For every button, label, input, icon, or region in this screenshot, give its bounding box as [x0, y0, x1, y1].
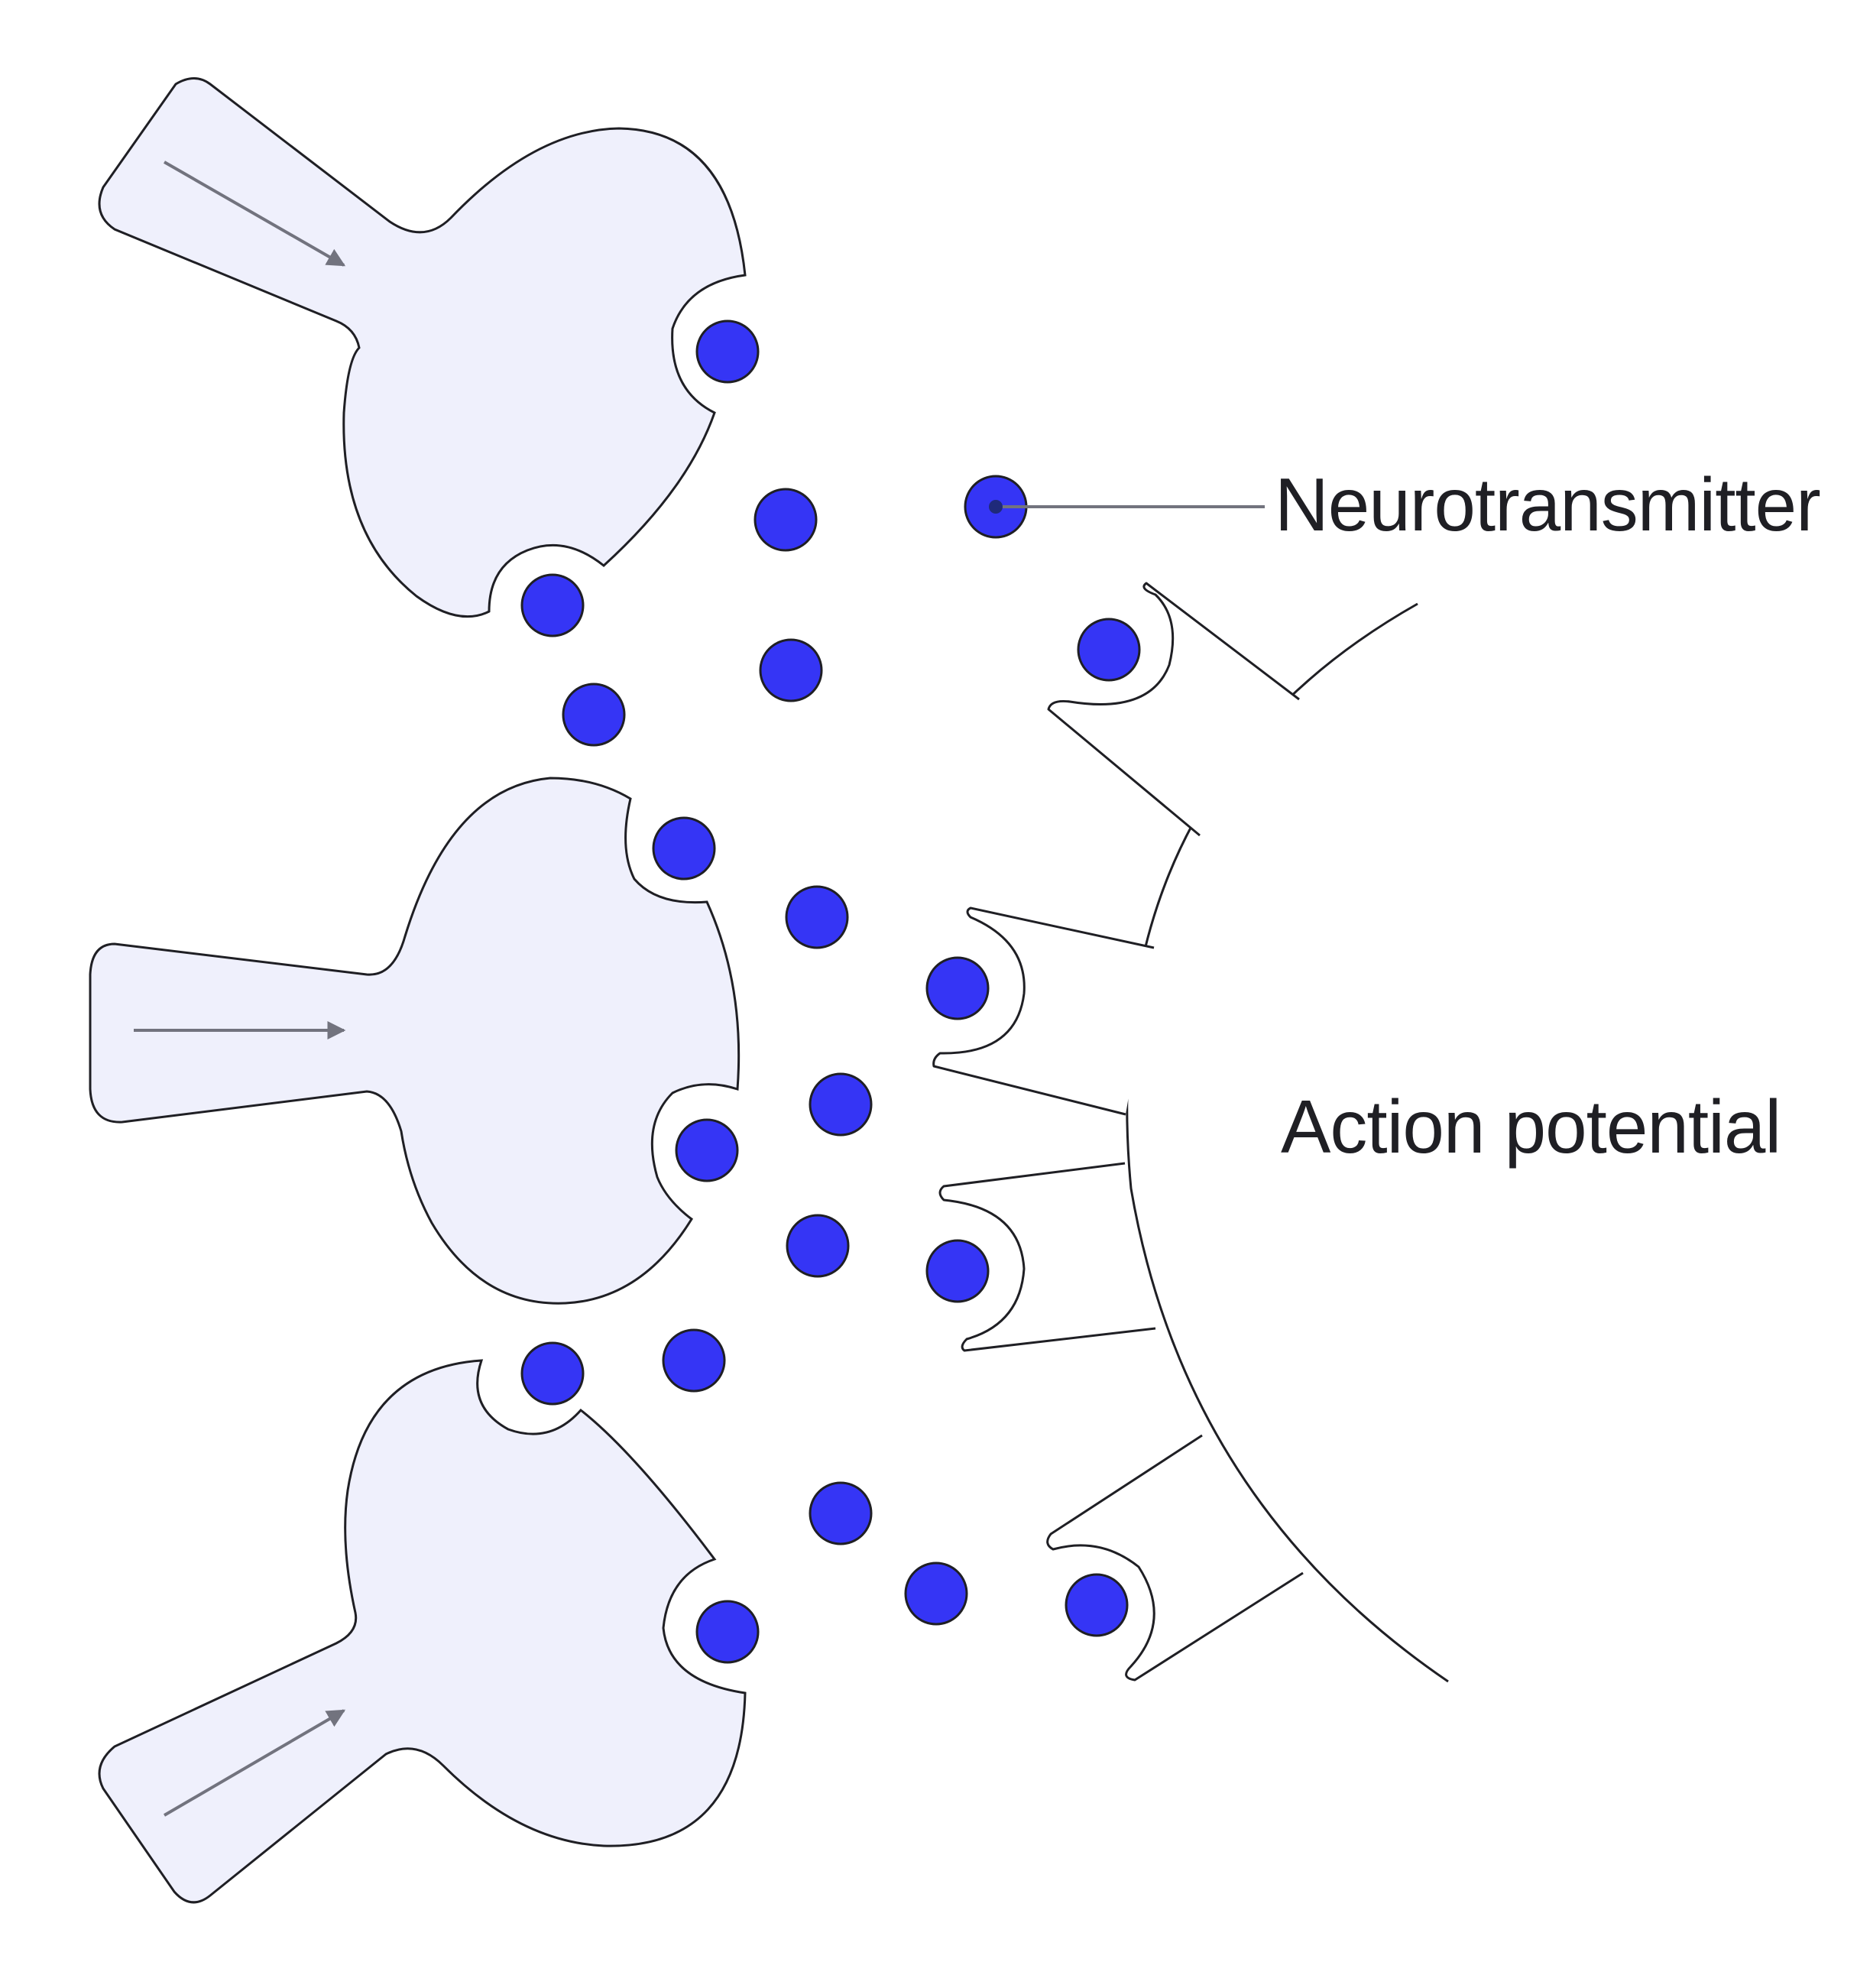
neurotransmitter-molecule: [753, 488, 818, 552]
neurotransmitter-molecule: [809, 1481, 873, 1545]
neurotransmitter-molecule: [786, 1214, 850, 1278]
presynaptic-terminal-top: [98, 77, 747, 618]
neurotransmitter-molecule: [652, 816, 716, 880]
neurotransmitter-label: Neurotransmitter: [1275, 462, 1821, 546]
presynaptic-terminal-middle: [89, 777, 741, 1305]
neurotransmitter-molecule: [785, 885, 849, 949]
neurotransmitter-molecule: [562, 683, 626, 747]
neurotransmitter-molecule: [1077, 618, 1141, 682]
neurotransmitter-molecule: [662, 1328, 726, 1393]
neurotransmitter-molecule: [675, 1118, 739, 1182]
action-potential-label: Action potential: [1281, 1085, 1781, 1169]
receptor: [1046, 1434, 1304, 1682]
neurotransmitters: [520, 319, 1141, 1664]
neurotransmitter-leader: [989, 500, 1265, 514]
receptor: [932, 906, 1155, 1116]
neurotransmitter-molecule: [520, 573, 585, 637]
receptor: [938, 1162, 1156, 1352]
receptor: [1047, 582, 1300, 837]
neurotransmitter-molecule: [925, 956, 990, 1020]
presynaptic-terminal-bottom: [98, 1359, 747, 1904]
neurotransmitter-molecule: [925, 1239, 990, 1303]
neurotransmitter-molecule: [904, 1562, 968, 1626]
signal-arrow: [164, 161, 346, 267]
neurotransmitter-molecule: [809, 1072, 873, 1137]
signal-arrow: [163, 1709, 346, 1817]
postsynaptic-cell: [932, 582, 1449, 1683]
neurotransmitter-molecule: [695, 1600, 760, 1664]
neurotransmitter-molecule: [1065, 1573, 1129, 1637]
neurotransmitter-molecule: [520, 1341, 585, 1406]
neurotransmitter-molecule: [695, 319, 760, 384]
neurotransmitter-molecule: [759, 638, 823, 702]
